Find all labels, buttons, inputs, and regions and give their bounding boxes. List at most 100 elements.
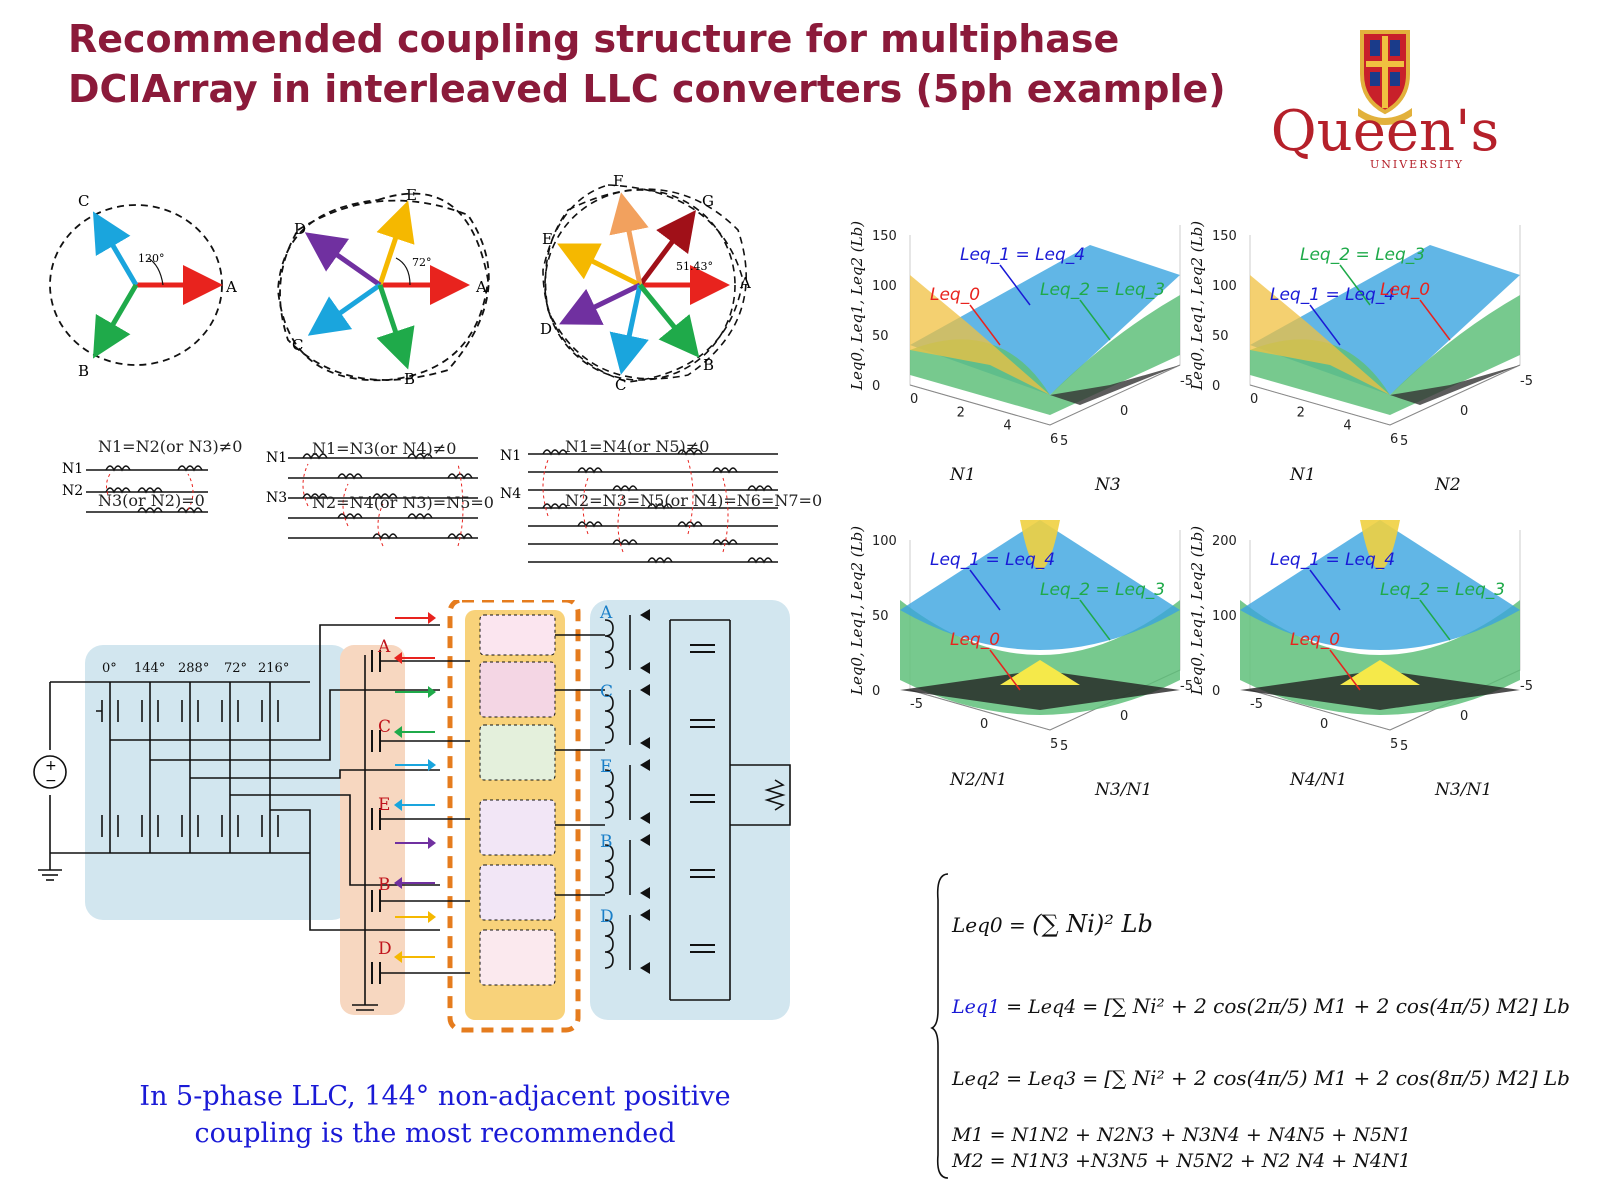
inverter-phase-216: 216° [258, 661, 289, 676]
y-tick-label: 0 [1212, 379, 1220, 394]
x-axis-label: N1 [949, 465, 976, 485]
surface-leq0 [900, 670, 1180, 710]
z-tick-label: 5 [1060, 739, 1068, 754]
z-tick-label: -5 [1180, 679, 1193, 694]
y-tick-label: 100 [872, 534, 897, 549]
plot-annotation: Leq_0 [1380, 280, 1430, 300]
annotation-arrow [1339, 264, 1371, 306]
source-plus: + [45, 758, 57, 774]
annotation-arrow [1079, 299, 1111, 341]
equations-block: Leq0 = (∑ Ni)² Lb Leq1 = Leq4 = [∑ Ni² +… [930, 870, 1610, 1190]
inverter-phase-144: 144° [134, 661, 165, 676]
condition-7ph: N1=N4(or N5)≠0 N2=N3=N5(or N4)=N6=N7=0 [565, 402, 822, 528]
annotation-arrow [969, 304, 1001, 346]
winding-label-3ph-1: N1 [62, 461, 83, 477]
plot-floor [1249, 364, 1521, 426]
plot-annotation: Leq_2 = Leq_3 [1040, 580, 1165, 600]
y-axis-label: Leq0, Leq1, Leq2 (Lb) [1190, 526, 1206, 696]
condition-3ph-line-2: N3(or N2)=0 [98, 491, 205, 510]
z-axis-label: N3 [1094, 475, 1121, 495]
phasor-7ph-B: B [703, 356, 714, 374]
plot-annotation: Leq_2 = Leq_3 [1040, 280, 1165, 300]
surface-peak [1360, 520, 1400, 570]
winding-label-7ph-2: N4 [500, 486, 521, 502]
surface-peak [1020, 520, 1060, 570]
cap-label-B: B [378, 875, 391, 895]
surface-leq0 [1250, 275, 1390, 395]
angle-label-3ph: 120° [138, 252, 165, 265]
caption: In 5-phase LLC, 144° non-adjacent positi… [110, 1078, 760, 1152]
plot-annotation: Leq_1 = Leq_4 [960, 245, 1085, 265]
x-tick-label: -5 [910, 697, 923, 712]
z-axis-label: N3/N1 [1434, 780, 1492, 800]
llc-circuit-schematic: 0° 144° 288° 72° 216° + − A C E B D A C … [33, 600, 791, 1033]
cap-label-E: E [378, 795, 390, 815]
x-tick-label: 5 [1390, 737, 1398, 752]
logo-wordmark: Queen's [1270, 99, 1500, 164]
z-tick-label: -5 [1520, 374, 1533, 389]
equation-leq2: Leq2 = Leq3 = [∑ Ni² + 2 cos(4π/5) M1 + … [952, 1066, 1570, 1090]
phasor-5ph-B: B [404, 370, 415, 388]
winding-label-3ph-2: N2 [62, 483, 83, 499]
condition-3ph-line-1: N1=N2(or N3)≠0 [98, 437, 243, 456]
x-tick-label: 2 [1297, 405, 1305, 420]
x-axis-label: N1 [1289, 465, 1316, 485]
cap-label-A: A [377, 637, 391, 657]
annotation-arrow [999, 264, 1031, 306]
phasor-3ph-C: C [78, 192, 89, 210]
university-crest-icon [1358, 30, 1412, 125]
winding-label-5ph-1: N1 [266, 450, 287, 466]
equation-leq1: Leq1 = Leq4 = [∑ Ni² + 2 cos(2π/5) M1 + … [952, 994, 1570, 1018]
inverter-phase-0: 0° [102, 661, 117, 676]
plot-annotation: Leq_1 = Leq_4 [930, 550, 1055, 570]
y-axis-label: Leq0, Leq1, Leq2 (Lb) [850, 526, 866, 696]
equation-leq1-mid: = Leq4 = [1006, 996, 1099, 1018]
surface-floor-dark [1390, 365, 1520, 405]
x-tick-label: 0 [1250, 392, 1258, 407]
inverter-phase-288: 288° [178, 661, 209, 676]
z-axis-label: N2 [1434, 475, 1461, 495]
x-tick-label: 4 [1343, 419, 1351, 434]
equation-leq0: Leq0 = (∑ Ni)² Lb [952, 910, 1153, 938]
annotation-arrow [1419, 299, 1451, 341]
y-tick-label: 0 [872, 684, 880, 699]
equation-leq0-lhs: Leq0 = [952, 913, 1026, 937]
y-tick-label: 0 [1212, 684, 1220, 699]
y-tick-label: 150 [872, 229, 897, 244]
cap-label-D: D [378, 939, 392, 959]
surface-leq1 [900, 520, 1180, 650]
plot-annotation: Leq_0 [930, 285, 980, 305]
z-tick-label: -5 [1520, 679, 1533, 694]
equation-m1: M1 = N1N2 + N2N3 + N3N4 + N4N5 + N5N1 [952, 1124, 1411, 1146]
equation-leq2-lhs: Leq2 = Leq3 = [952, 1068, 1099, 1090]
phasor-7ph-D: D [540, 320, 552, 338]
winding-label-5ph-2: N3 [266, 490, 287, 506]
y-tick-label: 100 [872, 279, 897, 294]
z-tick-label: 0 [1460, 404, 1468, 419]
annotation-arrow [969, 569, 1001, 611]
equation-leq2-rhs: [∑ Ni² + 2 cos(4π/5) M1 + 2 cos(8π/5) M2… [1104, 1066, 1570, 1090]
y-tick-label: 50 [1212, 329, 1229, 344]
z-tick-label: -5 [1180, 374, 1193, 389]
z-tick-label: 0 [1460, 709, 1468, 724]
z-axis-label: N3/N1 [1094, 780, 1152, 800]
equation-leq0-rhs: (∑ Ni)² Lb [1032, 910, 1153, 938]
phasor-7ph-A: A [739, 274, 751, 292]
phasor-5ph-D: D [294, 220, 306, 238]
annotation-arrow [1419, 599, 1451, 641]
logo-subtitle: UNIVERSITY [1370, 158, 1464, 171]
phasor-3ph: 120° A B C [49, 192, 237, 380]
phasor-7ph: 51.43° A B C D E F G [540, 172, 751, 394]
rect-label-A: A [599, 603, 613, 623]
phasor-3ph-A: A [225, 278, 237, 296]
angle-label-5ph: 72° [412, 256, 432, 269]
y-axis-label: Leq0, Leq1, Leq2 (Lb) [850, 221, 866, 391]
caption-line-1: In 5-phase LLC, 144° non-adjacent positi… [139, 1081, 731, 1112]
inverter-phase-72: 72° [224, 661, 247, 676]
x-tick-label: 0 [910, 392, 918, 407]
y-tick-label: 0 [872, 379, 880, 394]
x-tick-label: 4 [1003, 419, 1011, 434]
plot-annotation: Leq_2 = Leq_3 [1380, 580, 1505, 600]
